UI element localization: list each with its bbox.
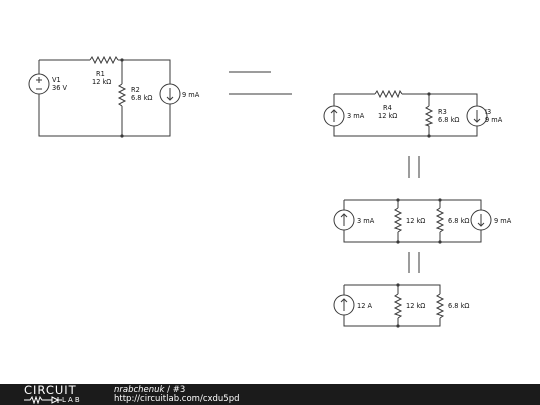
schematic-canvas: V1 36 V R1 12 kΩ R2 6.8 kΩ 9 mA 3 mA R4 …: [28, 55, 512, 328]
component-label: R3: [438, 108, 447, 116]
component-label: 12 kΩ: [406, 302, 425, 310]
junction-dot: [120, 134, 124, 138]
r2-name: R2: [131, 86, 140, 94]
junction-dot: [396, 324, 400, 328]
wire-segment: [166, 88, 174, 101]
r1-value: 12 kΩ: [92, 78, 111, 86]
component-label: 12 kΩ: [378, 112, 397, 120]
equivalence-mark-2: [408, 252, 420, 273]
r1-name: R1: [96, 70, 105, 78]
r-d-12k: [393, 293, 403, 319]
r-c-6k8: [435, 207, 445, 233]
circuitlab-logo[interactable]: CIRCUIT LAB: [24, 383, 104, 404]
component-label: I3: [485, 108, 491, 116]
logo-resistor-icon: [24, 396, 62, 404]
wire-segment: [473, 110, 481, 123]
footer-title: nrabchenuk / #3: [114, 386, 185, 395]
is-c-right: [470, 209, 492, 231]
wire-segment: [333, 93, 478, 137]
component-label: 6.8 kΩ: [438, 116, 459, 124]
component-label: 12 kΩ: [406, 217, 425, 225]
component-label: 9 mA: [494, 217, 512, 225]
is-left-3ma: [323, 105, 345, 127]
component-label: 3 mA: [347, 112, 365, 120]
component-label: 9 mA: [485, 116, 503, 124]
junction-dot: [427, 134, 431, 138]
r3-resistor: [424, 105, 434, 127]
circuit-url[interactable]: http://circuitlab.com/cxdu5pd: [114, 394, 240, 404]
circuit-d: 12 A 12 kΩ 6.8 kΩ: [333, 283, 469, 328]
r-d-6k8: [435, 293, 445, 319]
circuit-title: #3: [172, 385, 186, 395]
r1-resistor: [89, 55, 119, 65]
wire-segment: [36, 77, 42, 90]
circuit-b: 3 mA R4 12 kΩ R3 6.8 kΩ I3 9 mA: [323, 89, 503, 138]
i3-current-source: [466, 105, 488, 127]
footer-bar: CIRCUIT LAB nrabchenuk / #3 http://circu…: [0, 384, 540, 405]
wire-segment: [330, 109, 338, 122]
r2-resistor: [117, 83, 127, 107]
junction-dot: [396, 283, 400, 287]
junction-dot: [120, 58, 124, 62]
wire-segment: [340, 298, 348, 311]
is-d: [333, 294, 355, 316]
junction-dot: [438, 198, 442, 202]
author-name[interactable]: nrabchenuk: [114, 385, 165, 395]
circuit-c: 3 mA 12 kΩ 6.8 kΩ 9 mA: [333, 198, 512, 244]
r-c-12k: [393, 207, 403, 233]
r4-resistor: [374, 89, 403, 99]
v1-value: 36 V: [52, 84, 67, 92]
r2-value: 6.8 kΩ: [131, 94, 152, 102]
title-separator: /: [164, 385, 173, 395]
component-label: 6.8 kΩ: [448, 217, 469, 225]
v1-voltage-source: [28, 73, 50, 95]
circuit-a: V1 36 V R1 12 kΩ R2 6.8 kΩ 9 mA: [28, 55, 200, 138]
component-label: 12 A: [357, 302, 372, 310]
i-value: 9 mA: [182, 91, 200, 99]
junction-dot: [396, 240, 400, 244]
logo-word-circuit: CIRCUIT: [24, 383, 77, 397]
component-label: 6.8 kΩ: [448, 302, 469, 310]
junction-dot: [427, 92, 431, 96]
junction-dot: [438, 240, 442, 244]
component-label: 3 mA: [357, 217, 375, 225]
component-label: R4: [383, 104, 392, 112]
wire-segment: [343, 199, 482, 243]
junction-dot: [396, 198, 400, 202]
wire-segment: [343, 284, 441, 327]
is-c-left: [333, 209, 355, 231]
wire-segment: [340, 213, 348, 226]
i-source-9ma: [159, 83, 181, 105]
wire-segment: [38, 59, 171, 137]
equivalence-mark-1: [408, 156, 420, 178]
v1-name: V1: [52, 76, 61, 84]
wire-segment: [477, 214, 485, 227]
wire-segment: [24, 396, 62, 404]
logo-word-lab: LAB: [62, 396, 82, 404]
